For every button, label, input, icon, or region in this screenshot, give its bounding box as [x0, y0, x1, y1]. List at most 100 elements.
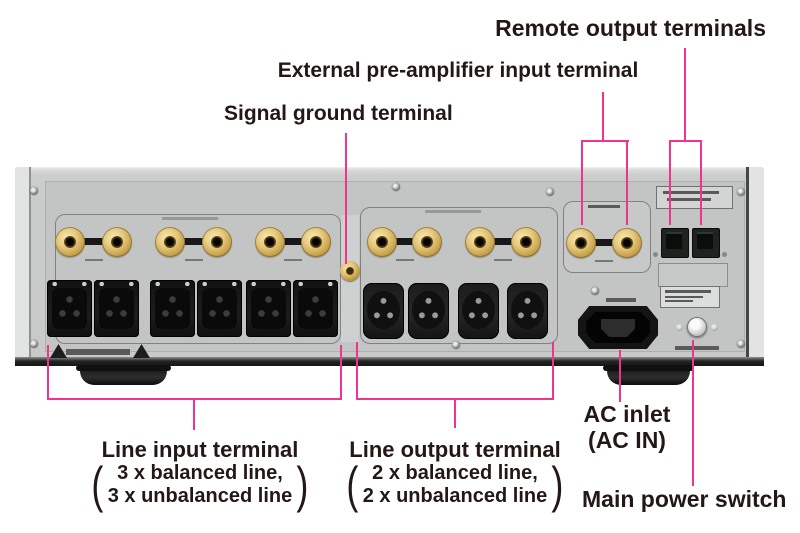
- panel-marking: [184, 259, 203, 261]
- rca-jack-line-output-unbalanced: [511, 227, 541, 257]
- signal-ground-terminal: [340, 261, 360, 281]
- panel-screw: [591, 287, 599, 295]
- xlr-male-output-connector: [363, 283, 404, 339]
- rca-jack-line-input-unbalanced: [102, 227, 132, 257]
- annotation-line: [581, 140, 583, 225]
- label-external-preamp-input: External pre-amplifier input terminal: [277, 59, 639, 82]
- panel-marking: [395, 259, 414, 261]
- label-ac-inlet-line1: AC inlet: [583, 401, 671, 427]
- rca-jack-line-input-unbalanced: [301, 227, 331, 257]
- annotation-line: [552, 342, 554, 400]
- warning-text-mark: [66, 349, 130, 355]
- line-input-detail-2: 3 x unbalanced line: [107, 485, 293, 508]
- rubber-foot-right: [603, 365, 694, 385]
- annotation-line: [619, 350, 621, 402]
- panel-screw: [392, 183, 400, 191]
- xlr-female-input-connector: [94, 280, 139, 337]
- annotation-line: [669, 140, 702, 142]
- label-remote-output-terminals: Remote output terminals: [495, 15, 766, 41]
- panel-marking: [494, 259, 512, 261]
- annotation-line: [692, 340, 694, 486]
- rca-jack-line-output-unbalanced: [412, 227, 442, 257]
- xlr-female-input-connector: [47, 280, 92, 337]
- plate-text-mark: [665, 300, 693, 302]
- annotation-line: [454, 398, 456, 428]
- chassis-bottom-edge: [15, 357, 764, 366]
- label-ac-inlet-line2: (AC IN): [588, 426, 666, 453]
- xlr-female-input-connector: [197, 280, 242, 337]
- rca-shorting-bar: [270, 238, 316, 245]
- panel-screw: [546, 188, 554, 196]
- annotation-line: [669, 140, 671, 225]
- rca-shorting-bar: [70, 238, 117, 245]
- line-input-section-outline: [55, 214, 341, 344]
- panel-marking: [284, 259, 302, 261]
- xlr-female-input-connector: [246, 280, 291, 337]
- annotation-line: [340, 345, 342, 400]
- xlr-male-output-connector: [507, 283, 548, 339]
- panel-screw: [737, 188, 745, 196]
- annotation-line: [193, 398, 195, 430]
- rca-jack-line-output-unbalanced: [367, 227, 397, 257]
- rca-jack-line-output-unbalanced: [465, 227, 495, 257]
- panel-marking: [84, 259, 103, 261]
- main-power-switch: [687, 317, 707, 337]
- rca-jack-line-input-unbalanced: [55, 227, 85, 257]
- chassis-left-cap: [15, 167, 31, 366]
- line-output-detail-2: 2 x unbalanced line: [362, 485, 548, 508]
- panel-screw: [452, 341, 460, 349]
- panel-marking: [606, 298, 636, 302]
- remote-output-jack: [661, 228, 689, 258]
- panel-marking: [588, 205, 620, 208]
- panel-screw: [737, 340, 745, 348]
- plate-text-mark: [665, 296, 703, 298]
- line-input-caption: Line input terminal ( 3 x balanced line,…: [58, 437, 342, 514]
- annotation-line: [581, 140, 629, 142]
- annotation-line: [356, 342, 358, 400]
- line-output-detail-1: 2 x balanced line,: [372, 462, 538, 485]
- line-output-caption: Line output terminal ( 2 x balanced line…: [330, 437, 580, 514]
- chassis-right-cap: [746, 167, 764, 366]
- panel-dot: [722, 252, 727, 257]
- annotation-line: [47, 345, 49, 400]
- annotation-line: [626, 140, 628, 225]
- annotation-line: [345, 133, 347, 264]
- label-signal-ground: Signal ground terminal: [224, 102, 453, 125]
- label-ac-inlet: AC inlet (AC IN): [566, 401, 688, 454]
- xlr-male-output-connector: [408, 283, 449, 339]
- plate-text-mark: [663, 191, 719, 194]
- label-main-power-switch: Main power switch: [582, 486, 787, 512]
- plate-text-mark: [665, 290, 711, 293]
- panel-marking: [595, 260, 613, 262]
- annotation-line: [684, 48, 686, 142]
- panel-marking: [162, 217, 218, 220]
- line-input-detail-1: 3 x balanced line,: [117, 462, 283, 485]
- paren-open: (: [91, 457, 104, 514]
- rca-shorting-bar: [382, 238, 427, 245]
- line-output-title: Line output terminal: [349, 437, 561, 462]
- rca-jack-ext-preamp-input: [612, 228, 642, 258]
- ac-inlet: [578, 306, 658, 349]
- xlr-female-input-connector: [150, 280, 195, 337]
- rubber-foot-left: [76, 365, 171, 385]
- annotation-line: [700, 140, 702, 225]
- remote-output-jack: [692, 228, 720, 258]
- switch-screw-left: [676, 324, 683, 331]
- xlr-female-input-connector: [293, 280, 338, 337]
- panel-dot: [653, 252, 658, 257]
- rca-jack-ext-preamp-input: [566, 228, 596, 258]
- paren-open: (: [346, 457, 359, 514]
- rca-shorting-bar: [170, 238, 217, 245]
- rca-jack-line-input-unbalanced: [202, 227, 232, 257]
- panel-marking: [425, 210, 481, 213]
- rca-jack-line-input-unbalanced: [255, 227, 285, 257]
- line-input-title: Line input terminal: [101, 437, 299, 462]
- plate-text-mark: [667, 198, 711, 201]
- switch-screw-right: [711, 324, 718, 331]
- rca-shorting-bar: [480, 238, 526, 245]
- paren-close: ): [296, 457, 309, 514]
- paren-close: ): [551, 457, 564, 514]
- panel-marking: [675, 346, 719, 350]
- annotation-line: [602, 92, 604, 142]
- rca-shorting-bar: [581, 239, 627, 246]
